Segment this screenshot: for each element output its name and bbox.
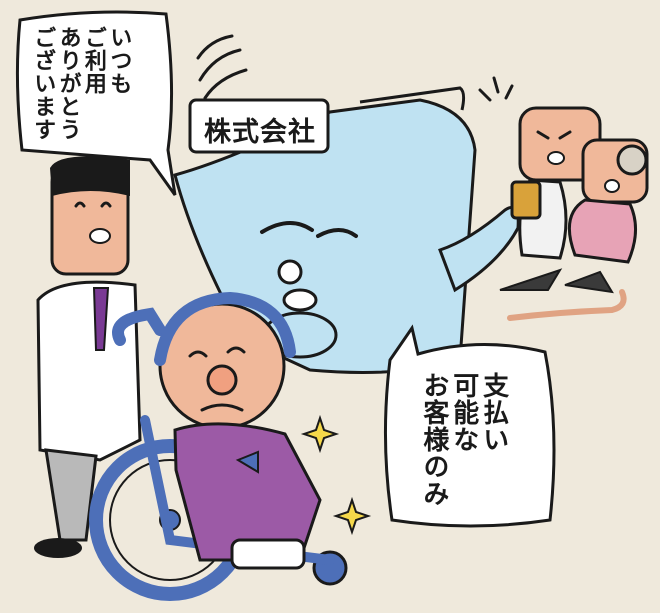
company-mouth — [282, 288, 318, 312]
staff-tie — [92, 287, 110, 351]
speech-left-text: いつも ご利用 ありがとう ございます — [30, 26, 131, 158]
couple-woman-body — [567, 198, 637, 264]
speech-right-text: 支払い 可能な お客様のみ — [418, 372, 509, 520]
speech-left-line: ご利用 — [80, 26, 106, 95]
speech-right-line: 支払い — [478, 372, 509, 453]
sparkle — [332, 496, 372, 536]
company-nose — [277, 259, 303, 285]
motion-lines — [196, 34, 248, 100]
speech-left-line: ございます — [30, 26, 56, 141]
staff-legs — [44, 448, 98, 542]
wallet — [510, 180, 542, 220]
speech-right-line: 可能な — [448, 372, 479, 453]
staff-coat — [36, 280, 142, 462]
walking-cane — [507, 289, 627, 321]
speech-left-line: いつも — [106, 26, 132, 95]
speech-bubble-right — [383, 324, 556, 528]
company-sign-board — [188, 98, 330, 154]
speech-right-line: お客様のみ — [418, 372, 449, 507]
speech-left-line: ありがとう — [55, 26, 81, 141]
sparkle — [300, 414, 340, 454]
company-sign-text: 株式会社 — [204, 117, 316, 148]
company-eyebrow — [260, 221, 314, 234]
speech-bubble-left — [15, 10, 177, 196]
